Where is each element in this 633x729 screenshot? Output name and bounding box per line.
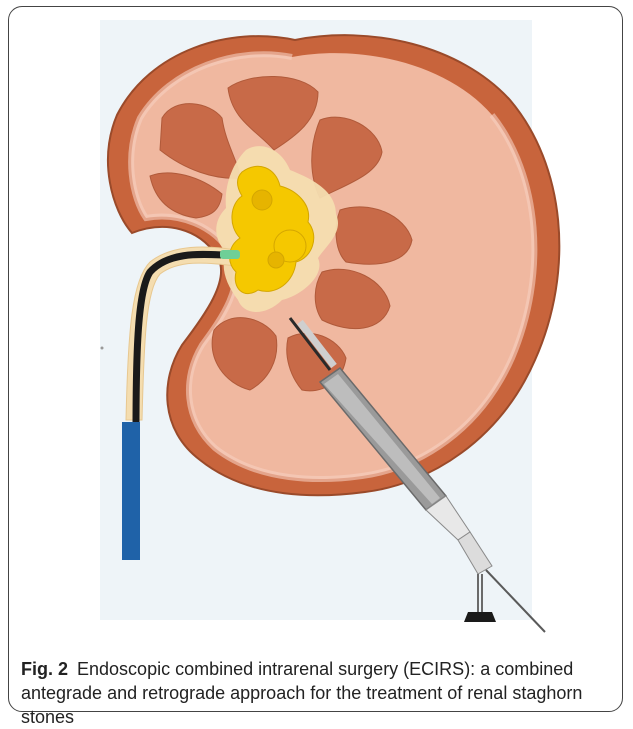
figure-caption: Fig. 2Endoscopic combined intrarenal sur… <box>21 657 611 729</box>
ureteroscope-tip <box>220 250 240 259</box>
stray-dot <box>101 347 104 350</box>
ecirs-illustration <box>0 0 633 640</box>
figure-label: Fig. 2 <box>21 659 68 679</box>
ureteral-access-sheath <box>122 422 140 560</box>
figure-caption-text: Endoscopic combined intrarenal surgery (… <box>21 659 582 727</box>
